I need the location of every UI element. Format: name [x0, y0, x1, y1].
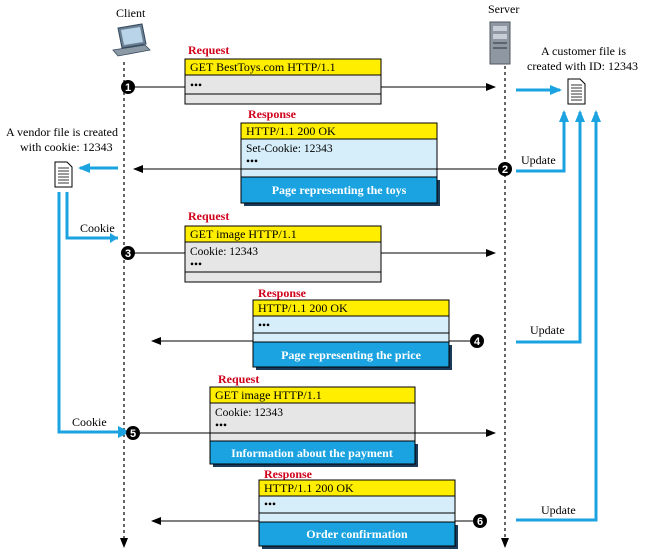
customer-file-caption-1: A customer file is — [541, 44, 626, 58]
cookie-flow-1 — [65, 192, 118, 240]
message-5-line-1: Cookie: 12343 — [215, 407, 283, 419]
step-2-number: 2 — [502, 164, 508, 176]
message-5-body: Information about the payment — [231, 446, 393, 460]
message-3-request: Request GET image HTTP/1.1 Cookie: 12343… — [121, 209, 496, 283]
update-label-2: Update — [530, 323, 565, 337]
update-label-3: Update — [541, 503, 576, 517]
message-6-body: Order confirmation — [306, 527, 408, 541]
step-5-number: 5 — [130, 428, 136, 440]
message-1-header: GET BestToys.com HTTP/1.1 — [190, 60, 336, 74]
laptop-icon — [112, 23, 151, 57]
message-4-body: Page representing the price — [281, 348, 422, 362]
step-badge-6 — [473, 514, 487, 528]
step-3-number: 3 — [125, 248, 131, 260]
message-3-line-1: Cookie: 12343 — [190, 246, 258, 258]
message-2-line-1: Set-Cookie: 12343 — [246, 143, 333, 155]
message-4-line-1: ••• — [258, 320, 270, 332]
server-icon — [489, 21, 511, 65]
message-2-body: Page representing the toys — [272, 183, 407, 197]
step-6-number: 6 — [477, 516, 483, 528]
vendor-file-caption-1: A vendor file is created — [6, 125, 118, 139]
message-1-kind: Request — [188, 43, 229, 57]
message-5-line-2: ••• — [215, 420, 227, 432]
step-badge-4 — [470, 334, 484, 348]
message-6-header: HTTP/1.1 200 OK — [264, 481, 354, 495]
customer-file-caption-2: created with ID: 12343 — [527, 59, 638, 73]
message-5-kind: Request — [218, 372, 259, 386]
message-6-response: Response HTTP/1.1 200 OK ••• Order confi… — [151, 467, 487, 549]
step-1-number: 1 — [125, 82, 131, 94]
message-1-line-1: ••• — [190, 80, 202, 92]
update-flow-1 — [516, 110, 569, 173]
message-6-line-1: ••• — [264, 499, 276, 511]
message-4-kind: Response — [258, 286, 307, 300]
vendor-file-caption-2: with cookie: 12343 — [20, 140, 113, 154]
update-flow-3 — [516, 110, 601, 522]
update-label-1: Update — [521, 153, 556, 167]
server-label: Server — [488, 2, 519, 16]
message-5-header: GET image HTTP/1.1 — [215, 388, 322, 402]
message-2-header: HTTP/1.1 200 OK — [246, 124, 336, 138]
cookie-label-2: Cookie — [72, 415, 107, 429]
message-5-request: Request GET image HTTP/1.1 Cookie: 12343… — [126, 372, 496, 467]
message-4-header: HTTP/1.1 200 OK — [258, 301, 348, 315]
step-badge-5 — [126, 426, 140, 440]
message-2-kind: Response — [248, 107, 297, 121]
cookie-label-1: Cookie — [80, 221, 115, 235]
message-3-header: GET image HTTP/1.1 — [190, 227, 297, 241]
client-label: Client — [116, 6, 146, 20]
server-lifeline-arrow — [501, 538, 509, 548]
cookie-flow-2 — [57, 192, 118, 434]
step-badge-2 — [498, 162, 512, 176]
file-icon — [567, 78, 586, 105]
step-badge-1 — [121, 80, 135, 94]
message-3-line-2: ••• — [190, 259, 202, 271]
step-4-number: 4 — [474, 336, 481, 348]
message-1-request: Request GET BestToys.com HTTP/1.1 ••• 1 — [121, 43, 496, 105]
file-icon — [54, 161, 73, 188]
message-2-response: Response HTTP/1.1 200 OK Set-Cookie: 123… — [133, 107, 512, 206]
message-3-kind: Request — [188, 209, 229, 223]
client-lifeline-arrow — [120, 538, 128, 548]
step-badge-3 — [121, 246, 135, 260]
message-2-line-2: ••• — [246, 156, 258, 168]
update-flow-2 — [516, 110, 585, 344]
message-4-response: Response HTTP/1.1 200 OK ••• Page repres… — [151, 286, 484, 370]
message-6-kind: Response — [264, 467, 313, 481]
